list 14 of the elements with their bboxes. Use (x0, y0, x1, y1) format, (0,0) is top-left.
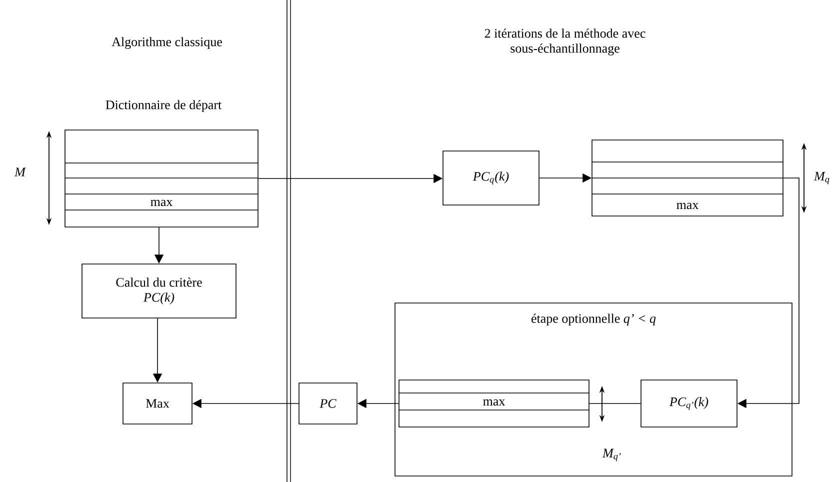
table: max (398, 380, 590, 428)
table: max (592, 140, 784, 216)
dimension-label: M$_{q’}$ (602, 448, 621, 462)
dimension-label: M (14, 168, 26, 176)
dimension-label: M$_{q}$ (814, 172, 830, 184)
column-heading: Algorithme classique (112, 37, 222, 49)
table-heading: Dictionnaire de départ (106, 100, 222, 112)
process-box: PC$_{q}$(k) (442, 150, 540, 206)
column-heading: 2 itérations de la méthode avec sous-échantillonnage (484, 28, 646, 56)
process-box: Calcul du critère PC(k) (82, 264, 236, 318)
process-box: Max (122, 382, 192, 424)
process-box: PC (298, 382, 358, 424)
table: max (64, 130, 258, 228)
process-box: PC$_{q’}$(k) (640, 380, 738, 428)
